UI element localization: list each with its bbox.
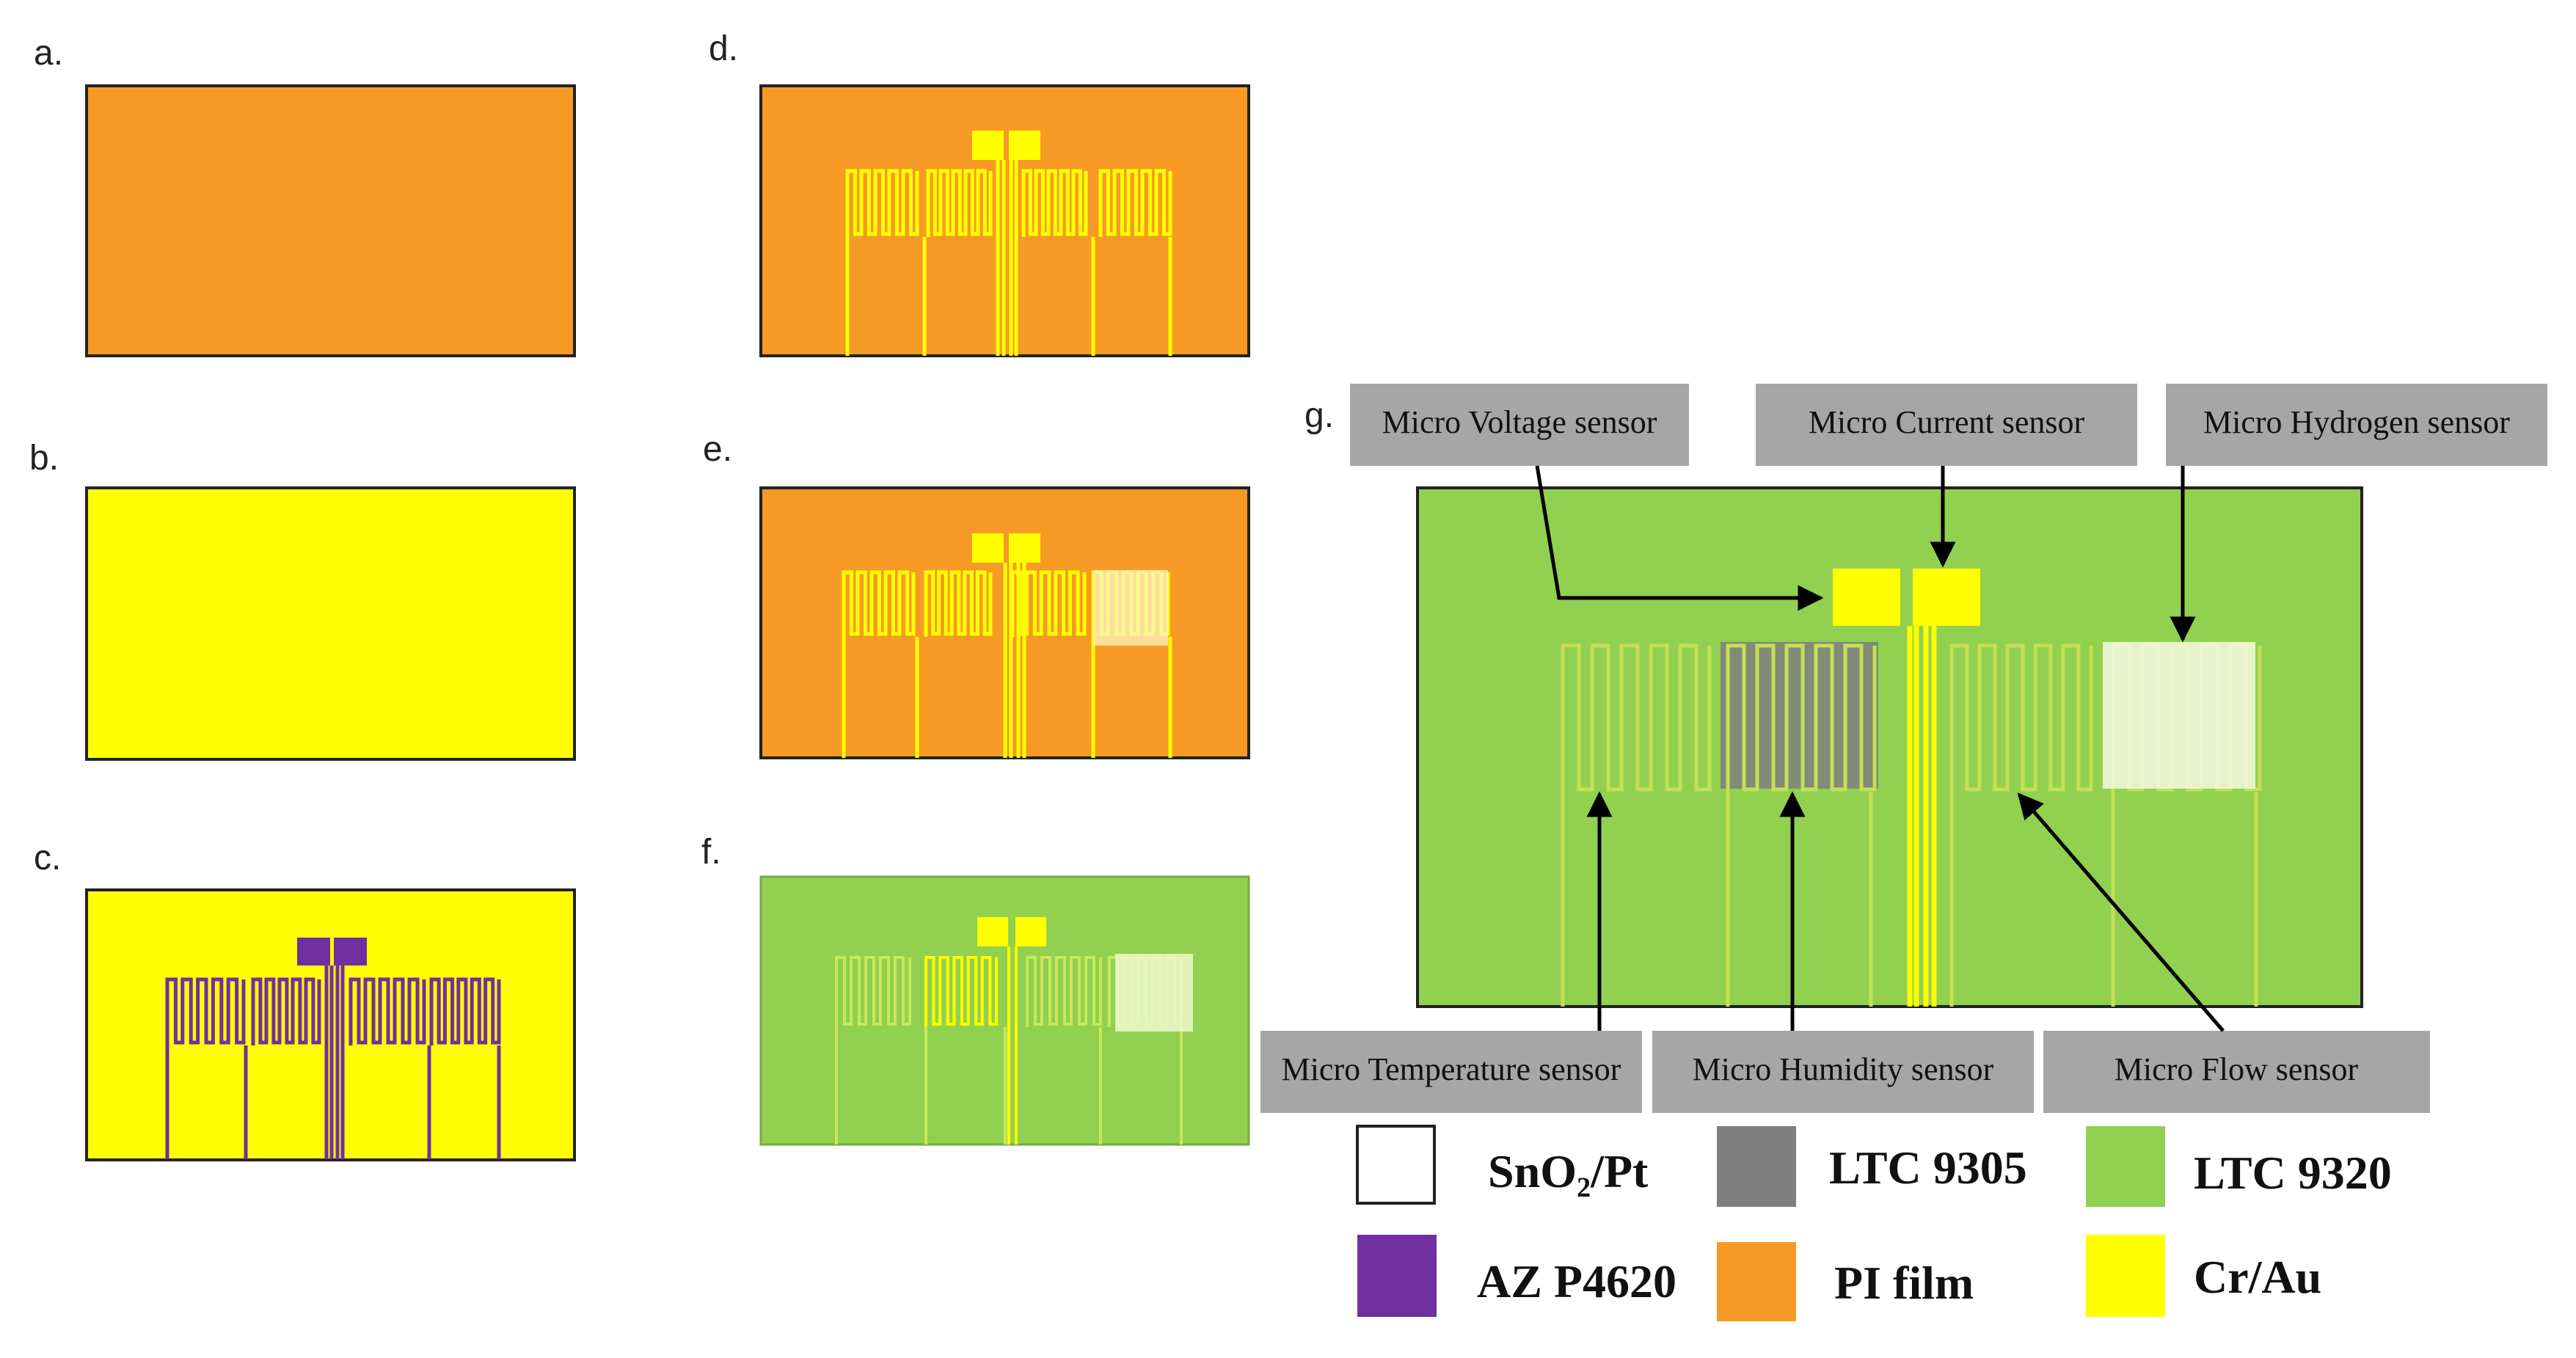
callout-hydrogen-text: Micro Hydrogen sensor — [2203, 404, 2510, 440]
electrode-meander-3 — [1949, 643, 2093, 792]
panel-g-ltc-9305-layer — [1721, 642, 1878, 789]
callout-voltage-text: Micro Voltage sensor — [1382, 404, 1657, 440]
panel-c — [85, 888, 576, 1161]
electrode-meander-3 — [1026, 956, 1102, 1027]
panel-g-electrode-pattern — [1561, 569, 2262, 1007]
electrode-meander-1 — [842, 570, 916, 637]
panel-g-sno2-pt-layer — [2103, 642, 2255, 789]
electrode-meander-1 — [845, 169, 919, 237]
legend: SnO₂/Pt LTC 9305 LTC 9320 AZ P4620 PI fi… — [1356, 1125, 2392, 1321]
callout-temperature: Micro Temperature sensor — [1260, 1031, 1642, 1113]
electrode-meander-3 — [349, 977, 426, 1045]
panel-e — [759, 486, 1250, 759]
legend-swatch-ltc-9305 — [1717, 1126, 1796, 1207]
legend-label-sno2-pt: SnO₂/Pt — [1488, 1145, 1649, 1197]
contact-pad-2 — [1913, 569, 1980, 626]
electrode-meander-2 — [924, 570, 993, 637]
panel-e-label: e. — [703, 430, 732, 469]
panel-g-label: g. — [1305, 396, 1334, 435]
callout-voltage-box — [1350, 384, 1689, 466]
legend-label-cr-au: Cr/Au — [2194, 1251, 2321, 1303]
contact-pad-2 — [1009, 131, 1040, 160]
callout-flow-box — [2043, 1031, 2430, 1113]
legend-item-ltc-9320: LTC 9320 — [2086, 1126, 2392, 1207]
callout-temperature-box — [1260, 1031, 1642, 1113]
electrode-meander-2 — [926, 169, 993, 237]
panel-d-electrode-pattern — [845, 131, 1172, 356]
legend-swatch-cr-au — [2086, 1235, 2165, 1317]
contact-pad-2 — [1009, 533, 1040, 563]
callout-temperature-text: Micro Temperature sensor — [1282, 1051, 1621, 1087]
legend-swatch-ltc-9320 — [2086, 1126, 2165, 1207]
legend-label-az-p4620: AZ P4620 — [1477, 1255, 1676, 1307]
callout-hydrogen-box — [2166, 384, 2547, 466]
arrow-voltage — [1535, 465, 1824, 611]
contact-pad-1 — [977, 917, 1008, 946]
electrode-meander-1 — [165, 977, 246, 1045]
arrow-flow — [2017, 792, 2225, 1032]
electrode-meander-2 — [924, 956, 998, 1027]
panel-d-label: d. — [709, 29, 738, 68]
panel-a-pi-film — [85, 84, 576, 357]
callout-current: Micro Current sensor — [1756, 384, 2137, 466]
electrode-meander-2 — [1726, 643, 1877, 792]
callout-hydrogen: Micro Hydrogen sensor — [2166, 384, 2547, 466]
legend-item-sno2-pt: SnO₂/Pt — [1356, 1125, 1649, 1205]
legend-label-ltc-9305: LTC 9305 — [1829, 1142, 2027, 1194]
panel-c-label: c. — [34, 839, 61, 877]
legend-swatch-pi-film — [1717, 1242, 1796, 1321]
panel-d — [759, 84, 1250, 357]
panel-a-label: a. — [34, 34, 63, 73]
panel-c-photoresist-pattern — [165, 938, 501, 1159]
panel-e-sno2-pt-layer — [1093, 570, 1168, 646]
contact-pad-1 — [1833, 569, 1900, 626]
panel-b-cr-au-layer — [85, 486, 576, 761]
panel-f — [759, 875, 1250, 1146]
callout-humidity-text: Micro Humidity sensor — [1693, 1051, 1994, 1087]
callout-voltage: Micro Voltage sensor — [1350, 384, 1689, 466]
callout-current-text: Micro Current sensor — [1809, 404, 2085, 440]
legend-item-ltc-9305: LTC 9305 — [1717, 1126, 2027, 1207]
callout-flow-text: Micro Flow sensor — [2115, 1051, 2359, 1087]
contact-pad-1 — [972, 533, 1004, 563]
contact-pad-2 — [334, 938, 367, 965]
panel-e-electrode-pattern — [842, 533, 1172, 758]
callout-humidity-box — [1652, 1031, 2034, 1113]
callout-current-box — [1756, 384, 2137, 466]
callout-humidity: Micro Humidity sensor — [1652, 1031, 2034, 1113]
panel-f-sno2-pt-layer — [1115, 954, 1193, 1032]
legend-swatch-sno2-pt — [1356, 1125, 1436, 1205]
legend-swatch-az-p4620 — [1357, 1235, 1437, 1317]
panel-f-label: f. — [701, 833, 721, 872]
electrode-meander-4 — [1098, 169, 1172, 237]
electrode-meander-3 — [1021, 169, 1088, 237]
legend-item-az-p4620: AZ P4620 — [1357, 1235, 1676, 1317]
contact-pad-1 — [972, 131, 1004, 160]
electrode-meander-2 — [251, 977, 321, 1045]
callout-flow: Micro Flow sensor — [2043, 1031, 2430, 1113]
legend-label-pi-film: PI film — [1834, 1257, 1974, 1309]
contact-pad-1 — [297, 938, 330, 965]
contact-pad-2 — [1015, 917, 1046, 946]
electrode-meander-1 — [1561, 643, 1712, 792]
legend-label-ltc-9320: LTC 9320 — [2194, 1147, 2392, 1199]
legend-item-pi-film: PI film — [1717, 1242, 1974, 1321]
electrode-meander-1 — [835, 956, 911, 1027]
panel-b-label: b. — [29, 439, 59, 478]
legend-item-cr-au: Cr/Au — [2086, 1235, 2321, 1317]
electrode-meander-4 — [429, 977, 501, 1045]
panel-g — [1416, 486, 2363, 1008]
